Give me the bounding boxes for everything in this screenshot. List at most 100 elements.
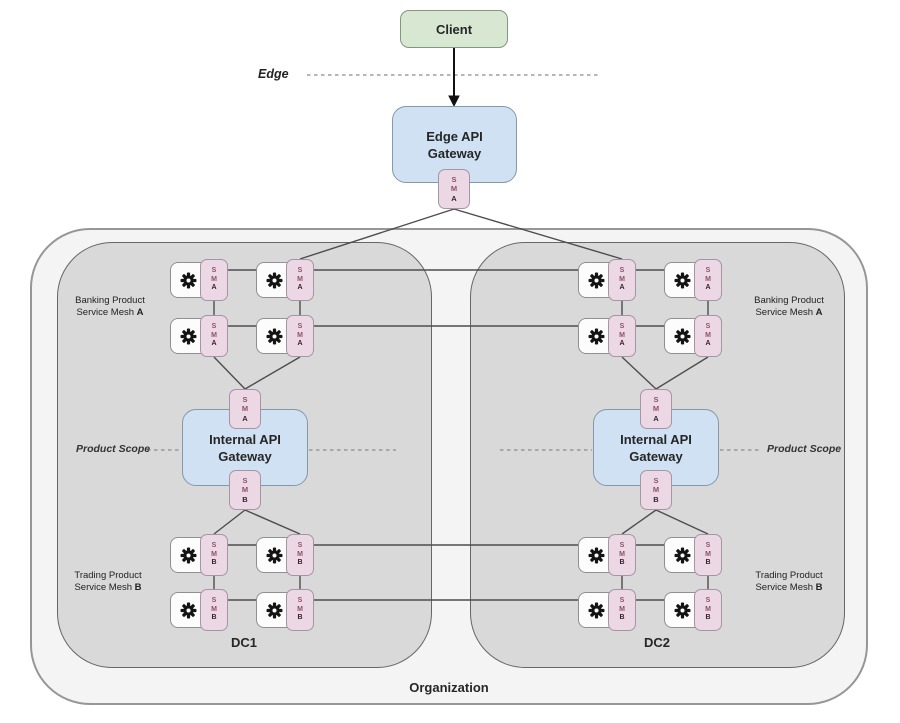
edge-boundary-label: Edge (258, 67, 289, 81)
gear-icon (674, 328, 691, 344)
mesh-label-line1: Banking Product (754, 295, 824, 306)
sidecar-letter: S (297, 596, 303, 604)
internal-gateway-label-line2: Gateway (218, 448, 272, 464)
sidecar-letter: S (242, 394, 248, 404)
sidecar-letter: A (653, 413, 659, 423)
dc2-label: DC2 (643, 635, 670, 650)
sidecar-letter: A (297, 284, 303, 292)
sidecar-letter: S (619, 322, 625, 330)
sidecar-letter: B (653, 494, 659, 504)
gear-icon (180, 547, 197, 563)
sidecar-letter: M (705, 550, 711, 558)
organization-label: Organization (409, 680, 489, 695)
gear-icon (180, 272, 197, 288)
sidecar-letter: M (297, 605, 303, 613)
dc1-label: DC1 (230, 635, 257, 650)
sidecar-letter: S (211, 322, 217, 330)
mesh-label-line2: Service Mesh (755, 581, 816, 593)
sidecar-letter: A (619, 284, 625, 292)
mesh-label-line2: Service Mesh (76, 306, 137, 318)
sidecar-letter: B (211, 559, 217, 567)
mesh-label-letter: B (134, 581, 142, 593)
sidecar-letter: A (619, 340, 625, 348)
sidecar-letter: S (297, 541, 303, 549)
sidecar-letter: B (211, 614, 217, 622)
sidecar-letter: M (619, 331, 625, 339)
sidecar-letter: S (242, 475, 248, 485)
sidecar-letter: S (619, 596, 625, 604)
sidecar-letter: M (211, 605, 217, 613)
edge-api-gateway-node: Edge API Gateway (392, 106, 517, 183)
gear-icon (266, 547, 283, 563)
sidecar-letter: S (211, 596, 217, 604)
sidecar-letter: S (705, 266, 711, 274)
mesh-label-line1: Trading Product (74, 570, 142, 581)
sidecar-letter: S (705, 322, 711, 330)
product-scope-label-dc2: Product Scope (767, 443, 842, 455)
sidecar-letter: M (450, 184, 458, 194)
internal-gateway-label-line1: Internal API (209, 431, 281, 447)
sidecar-letter: B (297, 614, 303, 622)
sidecar-letter: B (242, 494, 248, 504)
sidecar-letter: M (705, 605, 711, 613)
sidecar-letter: B (619, 559, 625, 567)
edge-gateway-label-line1: Edge API (426, 128, 483, 144)
sidecar-letter: A (451, 193, 457, 203)
sidecar-letter: M (297, 275, 303, 283)
banking-mesh-label-dc2: Banking Product Service Mesh A (739, 295, 839, 318)
sidecar-letter: S (619, 541, 625, 549)
mesh-label-line2: Service Mesh (755, 306, 816, 318)
banking-mesh-label-dc1: Banking Product Service Mesh A (60, 295, 160, 318)
internal-gateway-label-line2: Gateway (629, 448, 683, 464)
sidecar-letter: A (211, 284, 217, 292)
sidecar-letter: B (297, 559, 303, 567)
gear-icon (266, 602, 283, 618)
sidecar-letter: M (705, 331, 711, 339)
internal-gateway-label-line1: Internal API (620, 431, 692, 447)
mesh-label-line1: Trading Product (755, 570, 823, 581)
sidecar-letter: M (619, 550, 625, 558)
sidecar-letter: M (241, 404, 249, 414)
sidecar-letter: A (211, 340, 217, 348)
gear-icon (180, 328, 197, 344)
sidecar-letter: S (211, 266, 217, 274)
gear-icon (588, 272, 605, 288)
gear-icon (674, 602, 691, 618)
gear-icon (180, 602, 197, 618)
sidecar-letter: S (619, 266, 625, 274)
gear-icon (588, 602, 605, 618)
gear-icon (674, 272, 691, 288)
gear-icon (588, 328, 605, 344)
client-node: Client (400, 10, 508, 48)
sidecar-letter: M (705, 275, 711, 283)
sidecar-letter: M (211, 275, 217, 283)
sidecar-letter: S (211, 541, 217, 549)
sidecar-letter: S (705, 541, 711, 549)
trading-mesh-label-dc2: Trading Product Service Mesh B (739, 570, 839, 593)
mesh-label-line1: Banking Product (75, 295, 145, 306)
gear-icon (266, 272, 283, 288)
sidecar-letter: M (211, 331, 217, 339)
sidecar-letter: S (297, 322, 303, 330)
trading-mesh-label-dc1: Trading Product Service Mesh B (58, 570, 158, 593)
